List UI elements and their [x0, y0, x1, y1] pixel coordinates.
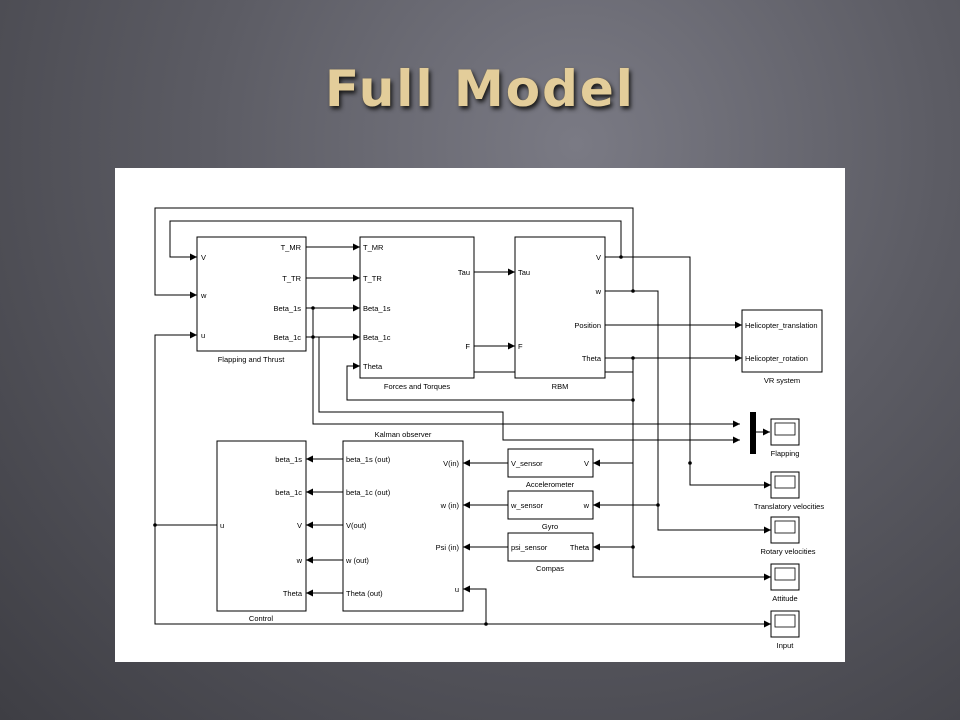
forces-in-ttr: T_TR: [363, 274, 382, 283]
forces-block-name: Forces and Torques: [384, 382, 450, 391]
scope-translatory-label: Translatory velocities: [754, 502, 824, 511]
flapping-block-name: Flapping and Thrust: [218, 355, 285, 364]
control-in-theta: Theta: [283, 589, 303, 598]
junctions: [153, 255, 692, 626]
rbm-block-name: RBM: [552, 382, 569, 391]
compas-block-name: Compas: [536, 564, 564, 573]
kalman-out-v: V(out): [346, 521, 367, 530]
scope-flapping-label: Flapping: [771, 449, 800, 458]
rbm-out-w: w: [595, 287, 602, 296]
kalman-in-psi: Psi (in): [436, 543, 460, 552]
vr-in-rotation: Helicopter_rotation: [745, 354, 808, 363]
kalman-block-name: Kalman observer: [375, 430, 432, 439]
control-in-v: V: [297, 521, 302, 530]
flapping-out-tmr: T_MR: [281, 243, 302, 252]
control-in-beta1c: beta_1c: [275, 488, 302, 497]
block-control[interactable]: u beta_1s beta_1c V w Theta Control: [216, 440, 307, 623]
compas-out: psi_sensor: [511, 543, 548, 552]
kalman-out-theta: Theta (out): [346, 589, 383, 598]
flapping-in-v: V: [201, 253, 206, 262]
kalman-in-u: u: [455, 585, 459, 594]
block-compas[interactable]: psi_sensor Theta Compas: [507, 532, 594, 573]
simulink-diagram: V w u T_MR T_TR Beta_1s Beta_1c Flapping…: [115, 168, 845, 662]
mux-block[interactable]: [750, 412, 756, 454]
accelerometer-in: V: [584, 459, 589, 468]
accelerometer-block-name: Accelerometer: [526, 480, 575, 489]
slide-title: Full Model: [325, 60, 635, 118]
scope-attitude-label: Attitude: [772, 594, 797, 603]
block-vr-system[interactable]: Helicopter_translation Helicopter_rotati…: [741, 309, 823, 385]
flapping-in-u: u: [201, 331, 205, 340]
flapping-out-ttr: T_TR: [282, 274, 301, 283]
block-forces-and-torques[interactable]: T_MR T_TR Beta_1s Beta_1c Theta Tau F Fo…: [359, 236, 475, 391]
forces-out-tau: Tau: [458, 268, 470, 277]
rbm-in-tau: Tau: [518, 268, 530, 277]
block-gyro[interactable]: w_sensor w Gyro: [507, 490, 594, 531]
signal-lines: [154, 207, 771, 628]
block-accelerometer[interactable]: V_sensor V Accelerometer: [507, 448, 594, 489]
gyro-block-name: Gyro: [542, 522, 558, 531]
forces-in-theta: Theta: [363, 362, 383, 371]
kalman-out-beta1c: beta_1c (out): [346, 488, 391, 497]
forces-in-tmr: T_MR: [363, 243, 384, 252]
block-rbm[interactable]: Tau F V w Position Theta RBM: [514, 236, 606, 391]
vr-block-name: VR system: [764, 376, 800, 385]
scope-attitude[interactable]: Attitude: [770, 563, 800, 603]
control-in-beta1s: beta_1s: [275, 455, 302, 464]
block-kalman-observer[interactable]: Kalman observer beta_1s (out) beta_1c (o…: [342, 430, 464, 612]
vr-in-translation: Helicopter_translation: [745, 321, 818, 330]
kalman-out-beta1s: beta_1s (out): [346, 455, 391, 464]
scope-input[interactable]: Input: [770, 610, 800, 650]
control-out-u: u: [220, 521, 224, 530]
flapping-out-beta1s: Beta_1s: [273, 304, 301, 313]
scope-flapping[interactable]: Flapping: [770, 418, 800, 458]
block-flapping-and-thrust[interactable]: V w u T_MR T_TR Beta_1s Beta_1c Flapping…: [196, 236, 307, 364]
compas-in: Theta: [570, 543, 590, 552]
rbm-out-position: Position: [574, 321, 601, 330]
rbm-in-f: F: [518, 342, 523, 351]
rbm-out-theta: Theta: [582, 354, 602, 363]
diagram-canvas: V w u T_MR T_TR Beta_1s Beta_1c Flapping…: [153, 207, 824, 650]
forces-in-beta1s: Beta_1s: [363, 304, 391, 313]
scope-input-label: Input: [777, 641, 795, 650]
kalman-in-w: w (in): [440, 501, 460, 510]
kalman-out-w: w (out): [345, 556, 369, 565]
gyro-in: w: [583, 501, 590, 510]
scope-rotary-velocities[interactable]: Rotary velocities: [760, 516, 816, 556]
control-block-name: Control: [249, 614, 274, 623]
gyro-out: w_sensor: [510, 501, 544, 510]
scope-rotary-label: Rotary velocities: [760, 547, 815, 556]
control-in-w: w: [296, 556, 303, 565]
flapping-out-beta1c: Beta_1c: [273, 333, 301, 342]
flapping-in-w: w: [200, 291, 207, 300]
forces-out-f: F: [465, 342, 470, 351]
rbm-out-v: V: [596, 253, 601, 262]
accelerometer-out: V_sensor: [511, 459, 543, 468]
forces-in-beta1c: Beta_1c: [363, 333, 391, 342]
kalman-in-v: V(in): [443, 459, 459, 468]
scope-translatory-velocities[interactable]: Translatory velocities: [754, 471, 824, 511]
